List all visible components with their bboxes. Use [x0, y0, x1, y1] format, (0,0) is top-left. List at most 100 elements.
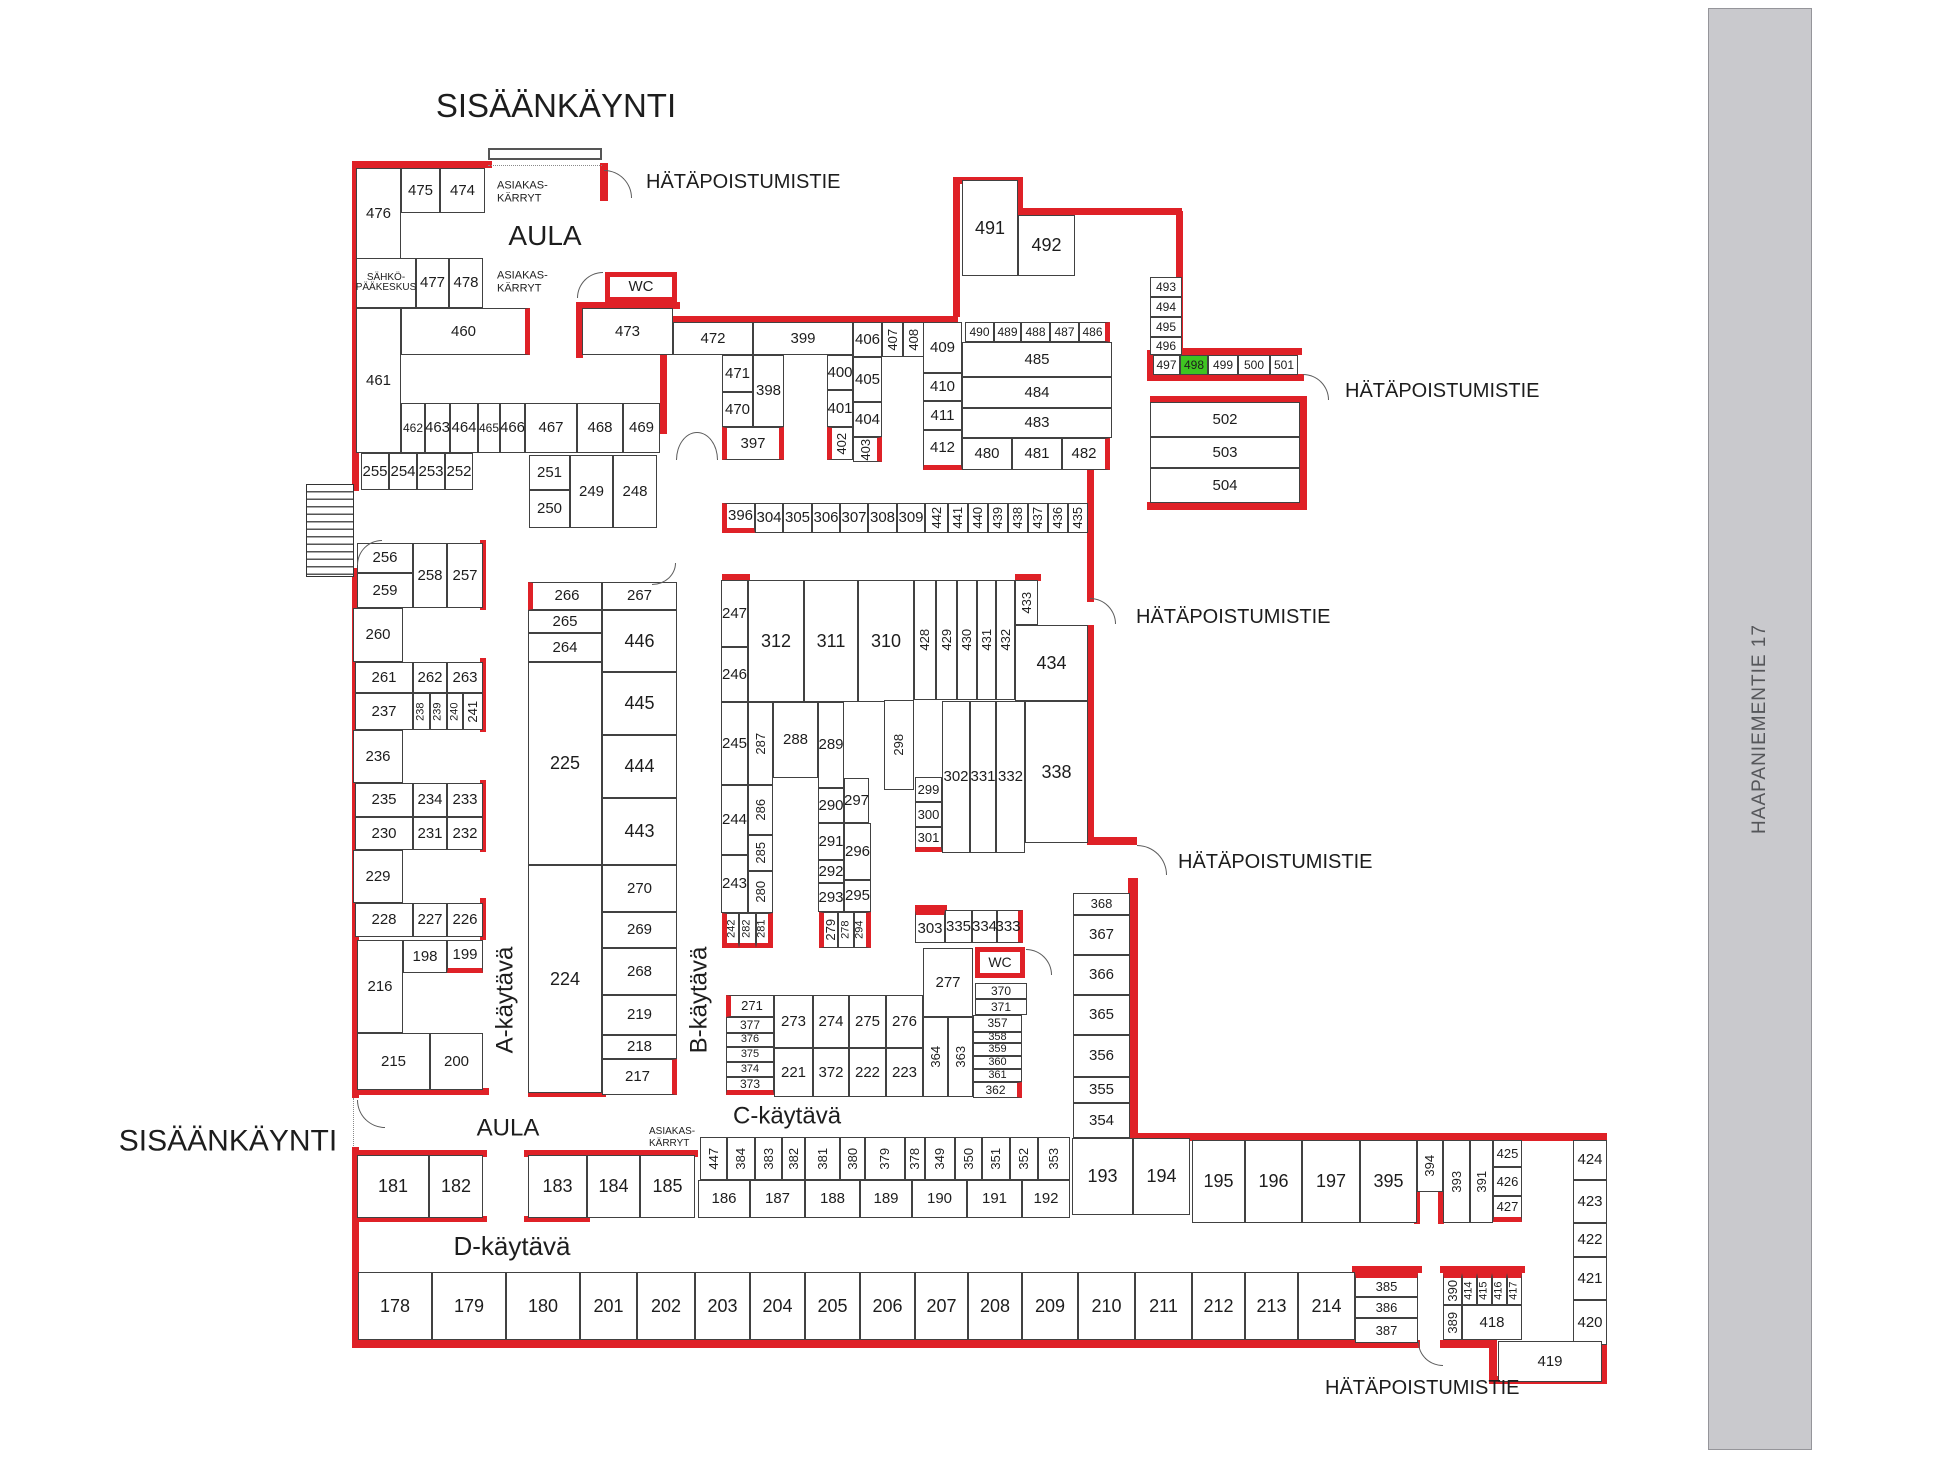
room-407[interactable]: 407 [882, 322, 903, 357]
room-308[interactable]: 308 [868, 503, 897, 533]
room-498-highlighted[interactable]: 498 [1180, 355, 1208, 375]
room-353[interactable]: 353 [1038, 1137, 1070, 1180]
room-258[interactable]: 258 [413, 543, 447, 608]
room-239[interactable]: 239 [430, 693, 447, 730]
room-271[interactable]: 271 [726, 995, 774, 1017]
room-367[interactable]: 367 [1073, 915, 1130, 955]
room-471[interactable]: 471 [722, 355, 753, 392]
room-203[interactable]: 203 [695, 1272, 750, 1340]
room-334[interactable]: 334 [972, 910, 997, 943]
room-462[interactable]: 462 [401, 403, 425, 453]
room-393[interactable]: 393 [1443, 1140, 1470, 1223]
room-408[interactable]: 408 [903, 322, 925, 357]
room-482[interactable]: 482 [1062, 438, 1110, 470]
room-495[interactable]: 495 [1150, 317, 1182, 337]
room-230[interactable]: 230 [355, 817, 413, 850]
room-431[interactable]: 431 [977, 580, 996, 700]
room-414[interactable]: 414 [1462, 1273, 1477, 1305]
room-440[interactable]: 440 [968, 503, 988, 533]
room-402[interactable]: 402 [827, 427, 853, 460]
room-442[interactable]: 442 [925, 503, 948, 533]
room-483[interactable]: 483 [962, 408, 1112, 438]
room-186[interactable]: 186 [698, 1180, 750, 1218]
room-468[interactable]: 468 [577, 403, 623, 453]
room-286[interactable]: 286 [748, 785, 773, 835]
room-211[interactable]: 211 [1135, 1272, 1192, 1340]
room-480[interactable]: 480 [962, 438, 1012, 470]
room-180[interactable]: 180 [506, 1272, 580, 1340]
room-350[interactable]: 350 [955, 1137, 982, 1180]
room-417[interactable]: 417 [1507, 1273, 1522, 1305]
room-268[interactable]: 268 [602, 948, 677, 995]
room-235[interactable]: 235 [355, 783, 413, 817]
room-265[interactable]: 265 [528, 610, 602, 633]
room-427[interactable]: 427 [1493, 1196, 1522, 1222]
room-376[interactable]: 376 [726, 1033, 774, 1047]
room-188[interactable]: 188 [805, 1180, 860, 1218]
room-441[interactable]: 441 [948, 503, 968, 533]
room-361[interactable]: 361 [973, 1069, 1022, 1082]
room-497[interactable]: 497 [1153, 355, 1180, 375]
room-249[interactable]: 249 [570, 455, 613, 528]
room-302[interactable]: 302 [942, 701, 970, 853]
room-368[interactable]: 368 [1073, 893, 1130, 915]
room-487[interactable]: 487 [1050, 322, 1079, 342]
room-399[interactable]: 399 [753, 322, 853, 355]
room-477[interactable]: 477 [416, 258, 449, 308]
room-217[interactable]: 217 [602, 1059, 677, 1095]
room-sähkö-pääkeskus[interactable]: SÄHKÖ- PÄÄKESKUS [356, 258, 416, 308]
room-303[interactable]: 303 [915, 910, 945, 943]
room-196[interactable]: 196 [1245, 1140, 1302, 1223]
room-232[interactable]: 232 [447, 817, 483, 850]
room-289[interactable]: 289 [818, 702, 844, 788]
room-212[interactable]: 212 [1192, 1272, 1245, 1340]
room-242[interactable]: 242 [722, 913, 739, 948]
room-378[interactable]: 378 [905, 1137, 925, 1180]
room-401[interactable]: 401 [827, 390, 853, 427]
room-290[interactable]: 290 [818, 788, 844, 823]
room-296[interactable]: 296 [844, 823, 871, 880]
room-352[interactable]: 352 [1010, 1137, 1038, 1180]
room-305[interactable]: 305 [783, 503, 812, 533]
room-472[interactable]: 472 [673, 322, 753, 355]
room-251[interactable]: 251 [529, 455, 570, 490]
room-238[interactable]: 238 [413, 693, 430, 730]
room-355[interactable]: 355 [1073, 1077, 1130, 1103]
room-404[interactable]: 404 [853, 402, 882, 437]
room-280[interactable]: 280 [748, 871, 773, 913]
room-425[interactable]: 425 [1493, 1140, 1522, 1167]
room-192[interactable]: 192 [1022, 1180, 1070, 1218]
room-294[interactable]: 294 [854, 912, 871, 948]
room-373[interactable]: 373 [726, 1077, 774, 1095]
room-216[interactable]: 216 [357, 940, 403, 1033]
room-464[interactable]: 464 [450, 403, 478, 453]
room-278[interactable]: 278 [838, 912, 854, 948]
room-363[interactable]: 363 [948, 1017, 973, 1097]
room-304[interactable]: 304 [755, 503, 783, 533]
room-306[interactable]: 306 [812, 503, 840, 533]
room-349[interactable]: 349 [925, 1137, 955, 1180]
room-228[interactable]: 228 [355, 903, 413, 937]
room-184[interactable]: 184 [587, 1155, 640, 1218]
room-202[interactable]: 202 [637, 1272, 695, 1340]
room-386[interactable]: 386 [1355, 1297, 1418, 1318]
room-484[interactable]: 484 [962, 377, 1112, 408]
room-181[interactable]: 181 [357, 1155, 429, 1218]
room-276[interactable]: 276 [886, 995, 923, 1048]
room-461[interactable]: 461 [356, 308, 401, 453]
room-357[interactable]: 357 [973, 1015, 1022, 1032]
room-387[interactable]: 387 [1355, 1318, 1418, 1343]
room-213[interactable]: 213 [1245, 1272, 1298, 1340]
room-193[interactable]: 193 [1072, 1138, 1133, 1215]
room-262[interactable]: 262 [413, 662, 447, 693]
room-485[interactable]: 485 [962, 342, 1112, 377]
room-499[interactable]: 499 [1208, 355, 1238, 375]
room-298[interactable]: 298 [884, 700, 914, 790]
room-234[interactable]: 234 [413, 783, 447, 817]
room-385[interactable]: 385 [1355, 1273, 1418, 1297]
room-250[interactable]: 250 [529, 490, 570, 528]
room-375[interactable]: 375 [726, 1047, 774, 1062]
room-241[interactable]: 241 [463, 693, 483, 730]
room-209[interactable]: 209 [1022, 1272, 1078, 1340]
room-295[interactable]: 295 [844, 880, 871, 912]
